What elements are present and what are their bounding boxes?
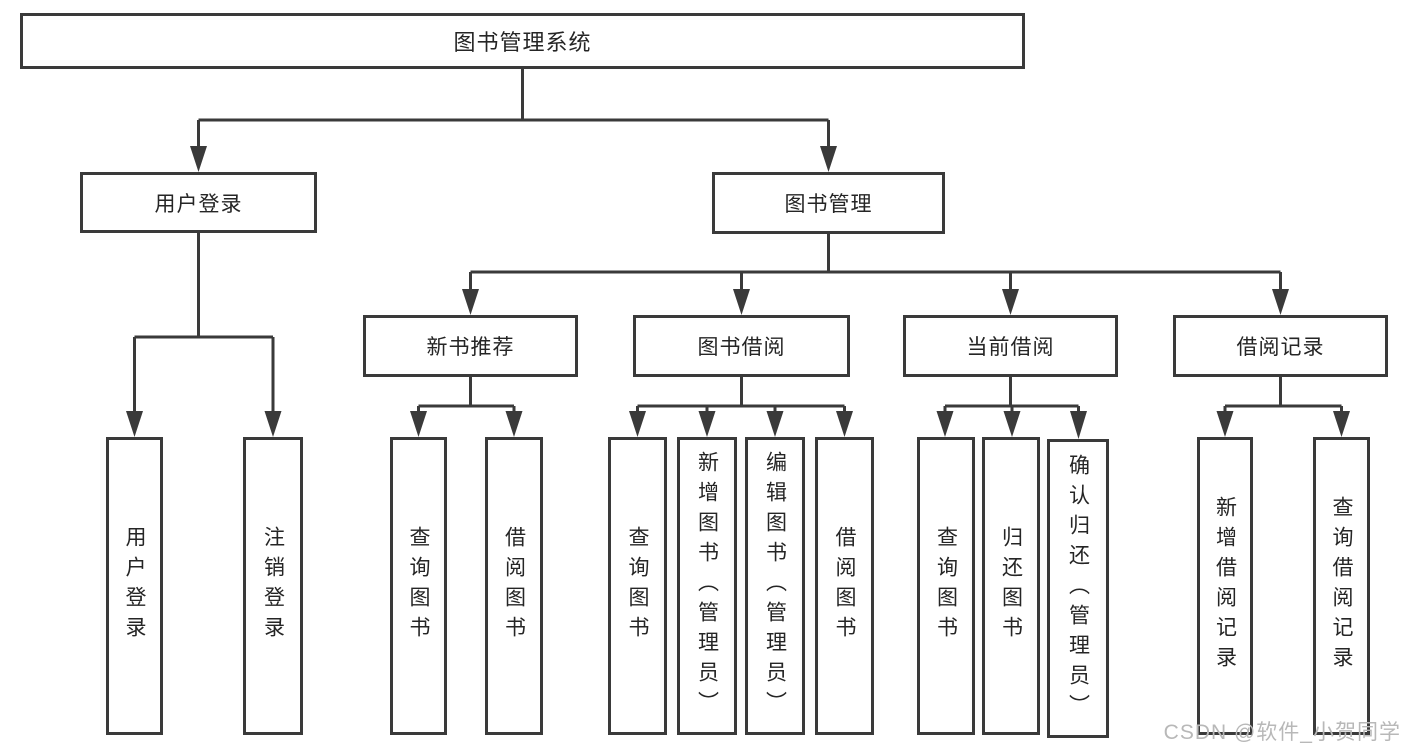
leaf-confirm-return-admin: 确认归还（管理员） [1047, 439, 1109, 738]
node-label: 查询图书 [626, 526, 649, 646]
arrowheads [126, 146, 1350, 439]
node-user-login: 用户登录 [80, 172, 317, 233]
leaf-borrow-books-recommend: 借阅图书 [485, 437, 543, 735]
leaf-edit-books-admin: 编辑图书（管理员） [745, 437, 805, 735]
node-new-book-recommendation: 新书推荐 [363, 315, 578, 377]
leaf-query-books-recommend: 查询图书 [390, 437, 447, 735]
leaf-return-books: 归还图书 [982, 437, 1040, 735]
leaf-logout-login: 注销登录 [243, 437, 303, 735]
node-label: 当前借阅 [966, 336, 1055, 359]
node-label: 新书推荐 [426, 336, 515, 359]
leaf-query-borrow-record: 查询借阅记录 [1313, 437, 1370, 735]
leaf-query-books-current: 查询图书 [917, 437, 975, 735]
node-label: 借阅图书 [833, 526, 856, 646]
node-borrowing-records: 借阅记录 [1173, 315, 1388, 377]
node-label: 图书管理 [784, 193, 873, 216]
node-label: 查询借阅记录 [1330, 496, 1353, 676]
node-label: 用户登录 [123, 526, 146, 646]
node-label: 借阅图书 [502, 526, 526, 646]
node-label: 新增借阅记录 [1213, 496, 1237, 676]
leaf-add-borrow-record: 新增借阅记录 [1197, 437, 1253, 735]
node-book-borrowing: 图书借阅 [633, 315, 850, 377]
leaf-query-books-borrow: 查询图书 [608, 437, 667, 735]
csdn-watermark: CSDN @软件_小贺同学 [1163, 721, 1401, 744]
node-label: 查询图书 [934, 526, 958, 646]
node-label: 编辑图书（管理员） [763, 451, 787, 721]
node-label: 归还图书 [999, 526, 1023, 646]
node-label: 新增图书（管理员） [695, 451, 719, 721]
node-current-borrowing: 当前借阅 [903, 315, 1118, 377]
leaf-add-books-admin: 新增图书（管理员） [677, 437, 737, 735]
node-library-management-system: 图书管理系统 [20, 13, 1025, 69]
node-label: 图书借阅 [697, 336, 786, 359]
node-label: 用户登录 [154, 192, 243, 216]
node-label: 确认归还（管理员） [1066, 453, 1090, 724]
node-label: 图书管理系统 [453, 30, 592, 55]
node-book-management: 图书管理 [712, 172, 945, 234]
leaf-borrow-books: 借阅图书 [815, 437, 874, 735]
node-label: 借阅记录 [1236, 336, 1325, 359]
leaf-user-login: 用户登录 [106, 437, 163, 735]
tree-edges [133, 69, 1343, 413]
node-label: 注销登录 [261, 526, 285, 646]
node-label: 查询图书 [407, 526, 430, 646]
